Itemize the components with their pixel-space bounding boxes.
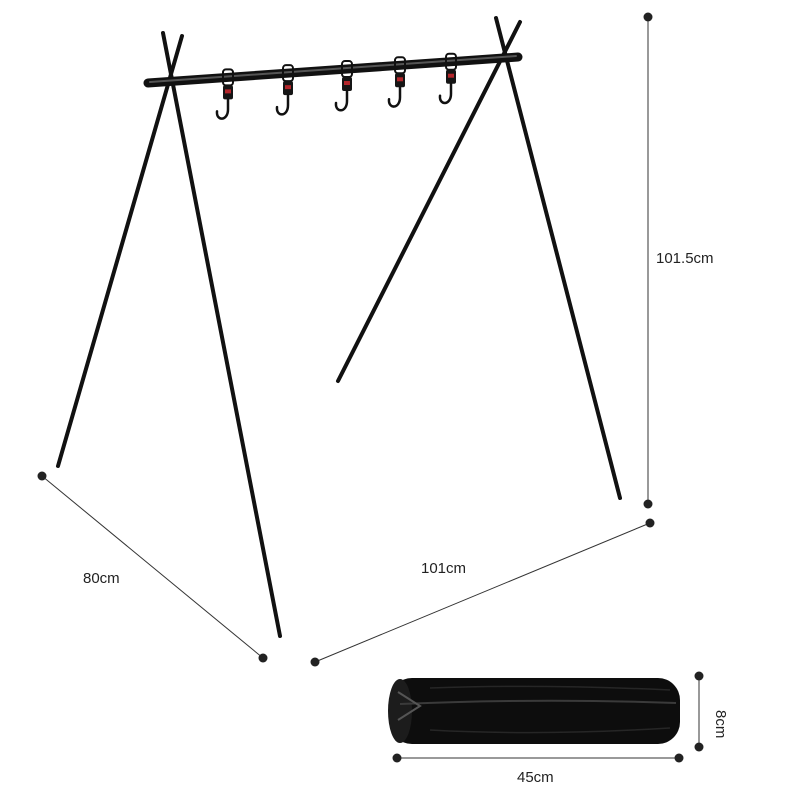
bag-diameter-dot-top: [694, 671, 704, 681]
hook-accent-stripe: [344, 81, 350, 86]
storage-bag: [388, 678, 680, 744]
hooks-group: [215, 52, 457, 120]
depth-dot-bottom: [258, 653, 268, 663]
bag-diameter-dot-bottom: [694, 742, 704, 752]
bag-zipper-pull: [397, 691, 422, 721]
hanging-hook: [334, 60, 353, 112]
height-label: 101.5cm: [656, 250, 714, 267]
bag-length-label: 45cm: [517, 769, 554, 786]
hook-curve: [334, 89, 349, 112]
bag-zipper-line: [399, 699, 677, 705]
hook-accent-stripe: [397, 77, 403, 82]
hook-accent-stripe: [225, 89, 231, 94]
bag-fabric-fold: [429, 685, 671, 691]
bag-end-cap: [388, 679, 412, 743]
dimension-lines: [37, 12, 704, 763]
hook-accent-stripe: [448, 73, 454, 78]
depth-label: 80cm: [83, 570, 120, 587]
depth-dimension-line: [41, 475, 264, 659]
bag-fabric-fold-lower: [429, 727, 671, 734]
height-dot-top: [643, 12, 653, 22]
depth-dot-top: [37, 471, 47, 481]
hanging-hook: [387, 56, 406, 108]
hook-curve: [275, 93, 290, 116]
width-label: 101cm: [421, 560, 466, 577]
height-dot-bottom: [643, 499, 653, 509]
bag-length-dot-right: [674, 753, 684, 763]
right-back-leg: [336, 20, 522, 383]
hanging-hook: [215, 68, 234, 120]
bag-length-dot-left: [392, 753, 402, 763]
width-dot-right: [645, 518, 655, 528]
width-dot-left: [310, 657, 320, 667]
left-back-leg: [161, 31, 282, 638]
left-front-leg: [56, 34, 184, 468]
bag-diameter-label: 8cm: [712, 710, 729, 738]
hanging-hook: [275, 64, 294, 116]
hook-curve: [387, 86, 402, 108]
right-front-leg: [494, 16, 622, 500]
hanging-hook: [438, 52, 457, 105]
hook-accent-stripe: [285, 85, 291, 90]
hook-curve: [215, 98, 230, 120]
bag-body: [390, 678, 680, 744]
width-dimension-line: [314, 522, 651, 663]
hook-curve: [438, 82, 453, 105]
